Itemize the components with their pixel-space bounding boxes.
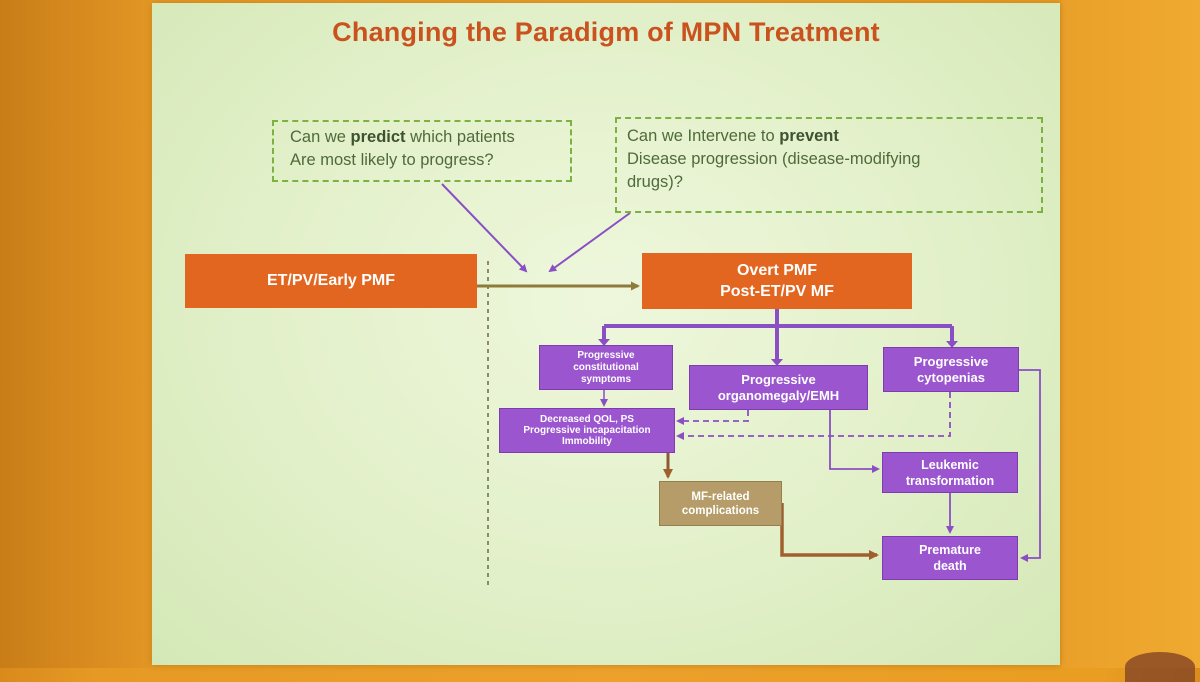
arrow-cyto-to-death <box>1019 369 1041 562</box>
arrow-tip-left <box>598 339 610 346</box>
question-predict-line2: Are most likely to progress? <box>290 151 494 169</box>
question-prevent-line2: Disease progression (disease-modifying <box>627 150 921 168</box>
branch-connectors <box>602 309 954 361</box>
arrow-predict <box>441 183 528 273</box>
arrow-organ-to-qol-dashed <box>676 410 749 425</box>
cytopenias-box: Progressive cytopenias <box>883 347 1019 392</box>
decreased-qol-box: Decreased QOL, PS Progressive incapacita… <box>499 408 675 453</box>
arrow-mf-to-death <box>780 503 879 560</box>
arrow-tip-right <box>946 341 958 348</box>
question-prevent-line1: Can we Intervene to prevent <box>627 127 839 145</box>
arrow-tip-mid <box>771 359 783 366</box>
constitutional-symptoms-box: Progressive constitutional symptoms <box>539 345 673 390</box>
premature-death-box: Premature death <box>882 536 1018 580</box>
room-wall-right <box>1062 0 1200 668</box>
organomegaly-box: Progressive organomegaly/EMH <box>689 365 868 410</box>
question-prevent-box: Can we Intervene to prevent Disease prog… <box>615 117 1043 213</box>
overt-mf-box: Overt PMF Post-ET/PV MF <box>642 253 912 309</box>
question-predict-line1: Can we predict which patients <box>290 128 515 146</box>
projected-slide: Changing the Paradigm of MPN Treatment C… <box>152 3 1060 665</box>
question-prevent-line3: drugs)? <box>627 173 683 191</box>
room-wall-left <box>0 0 150 668</box>
slide-title: Changing the Paradigm of MPN Treatment <box>332 17 880 47</box>
early-stage-box: ET/PV/Early PMF <box>185 254 477 308</box>
diagram-connectors <box>441 183 1041 588</box>
mf-complications-box: MF-related complications <box>659 481 782 526</box>
arrow-prevent <box>548 212 631 273</box>
question-predict-box: Can we predict which patients Are most l… <box>272 120 572 182</box>
audience-head <box>1125 652 1195 682</box>
leukemic-transformation-box: Leukemic transformation <box>882 452 1018 493</box>
arrow-organ-to-leukemic <box>829 410 880 473</box>
arrow-cyto-to-qol-dashed <box>676 392 951 440</box>
